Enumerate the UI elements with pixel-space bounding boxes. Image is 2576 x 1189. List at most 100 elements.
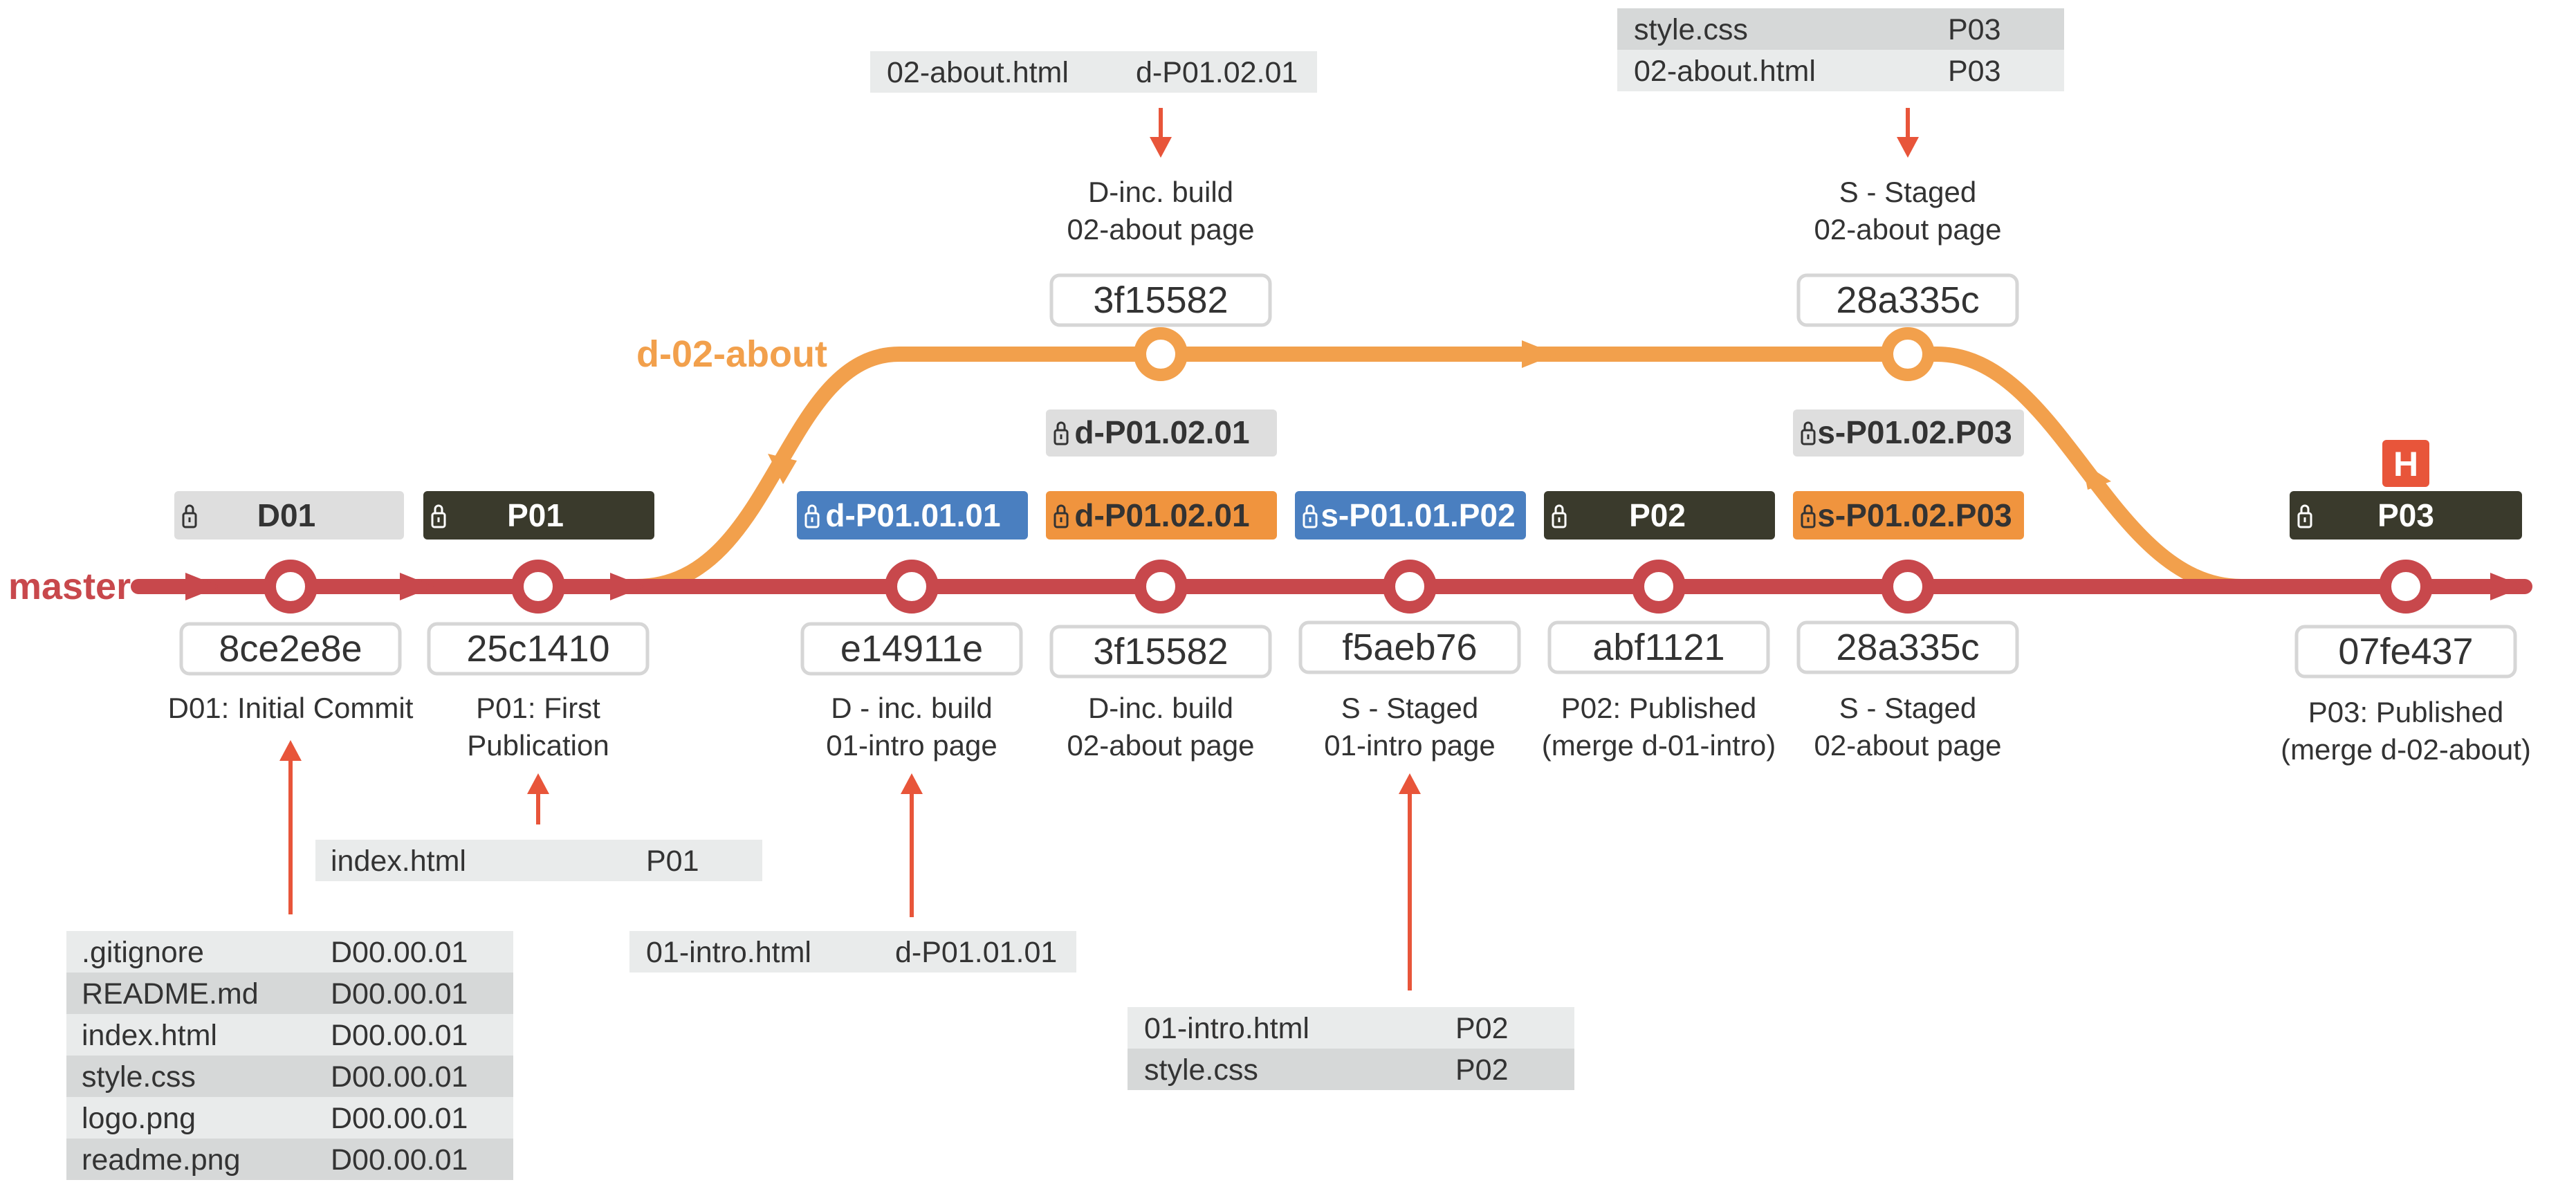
commit-hash[interactable]: e14911e [840, 628, 983, 670]
commit-node[interactable] [1134, 327, 1188, 381]
file-version: D00.00.01 [331, 936, 468, 969]
commit-hash[interactable]: 3f15582 [1093, 279, 1228, 321]
tag-label: d-P01.02.01 [1074, 497, 1249, 533]
tag-label: d-P01.02.01 [1074, 414, 1249, 450]
tag-p02[interactable]: P02 [1544, 491, 1775, 540]
commit-node[interactable] [885, 560, 939, 614]
commit-caption: P03: Published [2308, 696, 2504, 728]
commit-caption: 02-about page [1067, 213, 1255, 246]
file-name: 01-intro.html [646, 936, 811, 969]
commit-node[interactable] [511, 560, 565, 614]
tag-p03[interactable]: P03 [2290, 491, 2522, 540]
file-name: style.css [1144, 1053, 1258, 1087]
commit-caption: D01: Initial Commit [168, 692, 414, 724]
tag-label: P01 [507, 497, 564, 533]
commit-caption: S - Staged [1839, 692, 1976, 724]
commit-node[interactable] [264, 560, 318, 614]
file-version: P02 [1455, 1012, 1509, 1045]
tag-label: s-P01.01.P02 [1321, 497, 1515, 533]
commit-hash[interactable]: 28a335c [1836, 279, 1979, 321]
commit-caption: P02: Published [1561, 692, 1757, 724]
file-name: style.css [82, 1060, 196, 1094]
tag-s-p01-02-p03[interactable]: s-P01.02.P03 [1793, 491, 2024, 540]
file-version: P01 [646, 845, 699, 878]
master-hash-boxes: 8ce2e8e 25c1410 e14911e 3f15582 f5aeb76 … [179, 620, 2517, 679]
commit-caption: 02-about page [1814, 729, 2002, 762]
commit-caption: (merge d-02-about) [2281, 733, 2531, 766]
tag-d-p01-01-01[interactable]: d-P01.01.01 [797, 491, 1028, 540]
file-name: style.css [1634, 13, 1748, 46]
file-name: .gitignore [82, 936, 204, 969]
commit-node[interactable] [1881, 327, 1935, 381]
file-name: 02-about.html [1634, 55, 1816, 88]
file-table-p01: index.html P01 [315, 840, 762, 881]
branch-hash-boxes: 3f15582 28a335c [1049, 273, 2019, 327]
commit-caption: P01: First [476, 692, 600, 724]
branch-chevrons [768, 340, 2111, 490]
commit-hash[interactable]: 3f15582 [1093, 631, 1228, 672]
commit-caption: Publication [467, 729, 609, 762]
file-name: readme.png [82, 1143, 241, 1177]
branch-commit-captions: D-inc. build 02-about page S - Staged 02… [1067, 176, 2002, 246]
tag-label: P03 [2377, 497, 2434, 533]
commit-caption: 02-about page [1814, 213, 2002, 246]
commit-caption: D-inc. build [1088, 692, 1233, 724]
feature-branch-line [629, 347, 2249, 594]
file-table-about: 02-about.html d-P01.02.01 [870, 51, 1317, 93]
commit-node[interactable] [1134, 560, 1188, 614]
tag-label: d-P01.01.01 [825, 497, 1000, 533]
tag-d-p01-02-01[interactable]: d-P01.02.01 [1046, 491, 1277, 540]
commit-caption: 02-about page [1067, 729, 1255, 762]
file-name: logo.png [82, 1102, 196, 1135]
file-table-intro: 01-intro.html d-P01.01.01 [629, 931, 1076, 973]
tag-labels: D01 P01 d-P01.01.01 d-P01.02.01 s-P01.01… [174, 409, 2522, 540]
file-version: D00.00.01 [331, 1060, 468, 1094]
file-version: d-P01.01.01 [895, 936, 1057, 969]
tag-label: P02 [1629, 497, 1686, 533]
commit-caption: 01-intro page [826, 729, 997, 762]
tag-s-p01-02-p03-branch[interactable]: s-P01.02.P03 [1793, 409, 2024, 457]
tag-d01[interactable]: D01 [174, 491, 404, 540]
file-name: 02-about.html [887, 56, 1069, 89]
file-version: D00.00.01 [331, 1102, 468, 1135]
tag-label: D01 [257, 497, 315, 533]
file-name: 01-intro.html [1144, 1012, 1309, 1045]
commit-hash[interactable]: 28a335c [1836, 627, 1979, 668]
commit-node[interactable] [1383, 560, 1437, 614]
file-arrows [279, 108, 1919, 990]
file-name: index.html [331, 845, 466, 878]
commit-node[interactable] [1632, 560, 1686, 614]
tag-s-p01-01-p02[interactable]: s-P01.01.P02 [1295, 491, 1526, 540]
tag-d-p01-02-01-branch[interactable]: d-P01.02.01 [1046, 409, 1277, 457]
master-chevrons [185, 573, 2525, 600]
head-marker-icon: H [2382, 440, 2429, 487]
file-version: P03 [1948, 13, 2001, 46]
file-table-initial: .gitignore D00.00.01 README.md D00.00.01… [66, 931, 513, 1180]
master-commit-captions: D01: Initial Commit P01: First Publicati… [168, 692, 2531, 766]
commit-hash[interactable]: 25c1410 [466, 628, 609, 670]
head-marker-label: H [2393, 445, 2418, 483]
file-version: D00.00.01 [331, 1143, 468, 1177]
tag-p01[interactable]: P01 [423, 491, 654, 540]
commit-caption: S - Staged [1839, 176, 1976, 208]
file-version: d-P01.02.01 [1136, 56, 1298, 89]
master-branch-label: master [8, 566, 131, 607]
file-version: P03 [1948, 55, 2001, 88]
file-name: README.md [82, 977, 259, 1011]
commit-caption: D - inc. build [831, 692, 992, 724]
commit-caption: 01-intro page [1324, 729, 1496, 762]
tag-label: s-P01.02.P03 [1817, 414, 2012, 450]
commit-caption: D-inc. build [1088, 176, 1233, 208]
commit-node[interactable] [2379, 560, 2433, 614]
commit-hash[interactable]: 07fe437 [2338, 631, 2473, 672]
commit-hash[interactable]: f5aeb76 [1342, 627, 1477, 668]
commit-caption: (merge d-01-intro) [1542, 729, 1776, 762]
file-version: D00.00.01 [331, 977, 468, 1011]
commit-node[interactable] [1881, 560, 1935, 614]
file-name: index.html [82, 1019, 217, 1052]
file-version: P02 [1455, 1053, 1509, 1087]
file-table-p02: 01-intro.html P02 style.css P02 [1128, 1007, 1574, 1090]
commit-hash[interactable]: abf1121 [1592, 627, 1724, 668]
commit-hash[interactable]: 8ce2e8e [219, 628, 362, 670]
